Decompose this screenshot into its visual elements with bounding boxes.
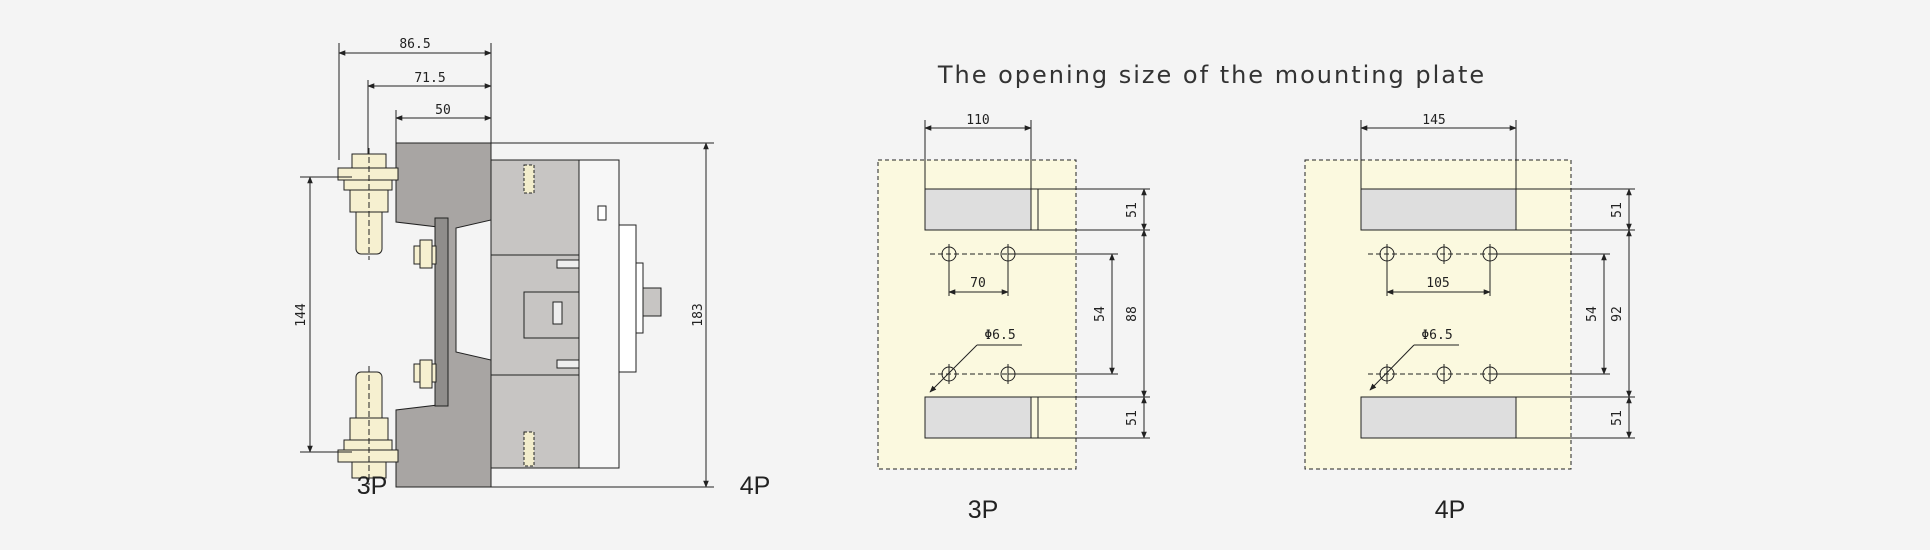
dim-86-5: 86.5: [399, 37, 430, 52]
bottom-terminal-bolt: [337, 371, 399, 479]
plate-3p-dim-51-bottom: 51: [1125, 410, 1140, 426]
plate-4p-dim-105: 105: [1426, 276, 1449, 291]
breaker-body: [490, 159, 580, 469]
mounting-plate-edge: [434, 217, 449, 407]
plate-4p-dim-51-top: 51: [1610, 202, 1625, 218]
plate-3p-top-slot: [924, 188, 1032, 231]
plate-3p-dim-phi: Φ6.5: [984, 328, 1015, 343]
plate-3p-holes: [941, 244, 1016, 384]
plate-3p-labels: 110 51 88 51 54 70 Φ6.5 3P: [966, 113, 1140, 524]
label-3p-side: 3P: [357, 472, 388, 500]
dim-144: 144: [294, 303, 309, 327]
plate-4p-bottom-slot: [1360, 396, 1517, 439]
plate-3p-dim-110: 110: [966, 113, 989, 128]
plate-screw-nuts: [413, 239, 437, 389]
label-4p-side: 4P: [740, 472, 771, 500]
plate-3p: [877, 120, 1150, 470]
plate-4p-labels: 145 51 92 51 54 105 Φ6.5 4P: [1421, 113, 1625, 524]
plate-4p: [1304, 120, 1635, 470]
plate-3p-bottom-slot: [924, 396, 1032, 439]
plate-3p-dim-51-top: 51: [1125, 202, 1140, 218]
plate-3p-label: 3P: [968, 496, 999, 524]
dim-183: 183: [691, 303, 706, 326]
diagram-title: The opening size of the mounting plate: [937, 61, 1486, 89]
plate-4p-dim-51-bottom: 51: [1610, 410, 1625, 426]
plate-4p-label: 4P: [1435, 496, 1466, 524]
dim-50: 50: [435, 103, 451, 118]
plate-4p-dim-54: 54: [1585, 306, 1600, 322]
breaker-handle: [642, 287, 662, 317]
side-view-labels: 86.5 71.5 50 183 144 3P 4P: [294, 37, 770, 500]
plate-3p-dim-54: 54: [1093, 306, 1108, 322]
plate-4p-dim-145: 145: [1422, 113, 1445, 128]
plate-3p-dim-70: 70: [970, 276, 986, 291]
side-view: [300, 43, 714, 488]
plate-4p-dim-92: 92: [1610, 306, 1625, 322]
plate-4p-top-slot: [1360, 188, 1517, 231]
plate-3p-dim-88: 88: [1125, 306, 1140, 322]
top-terminal-bolt: [337, 153, 399, 255]
plate-4p-dim-phi: Φ6.5: [1421, 328, 1452, 343]
dim-71-5: 71.5: [414, 71, 445, 86]
